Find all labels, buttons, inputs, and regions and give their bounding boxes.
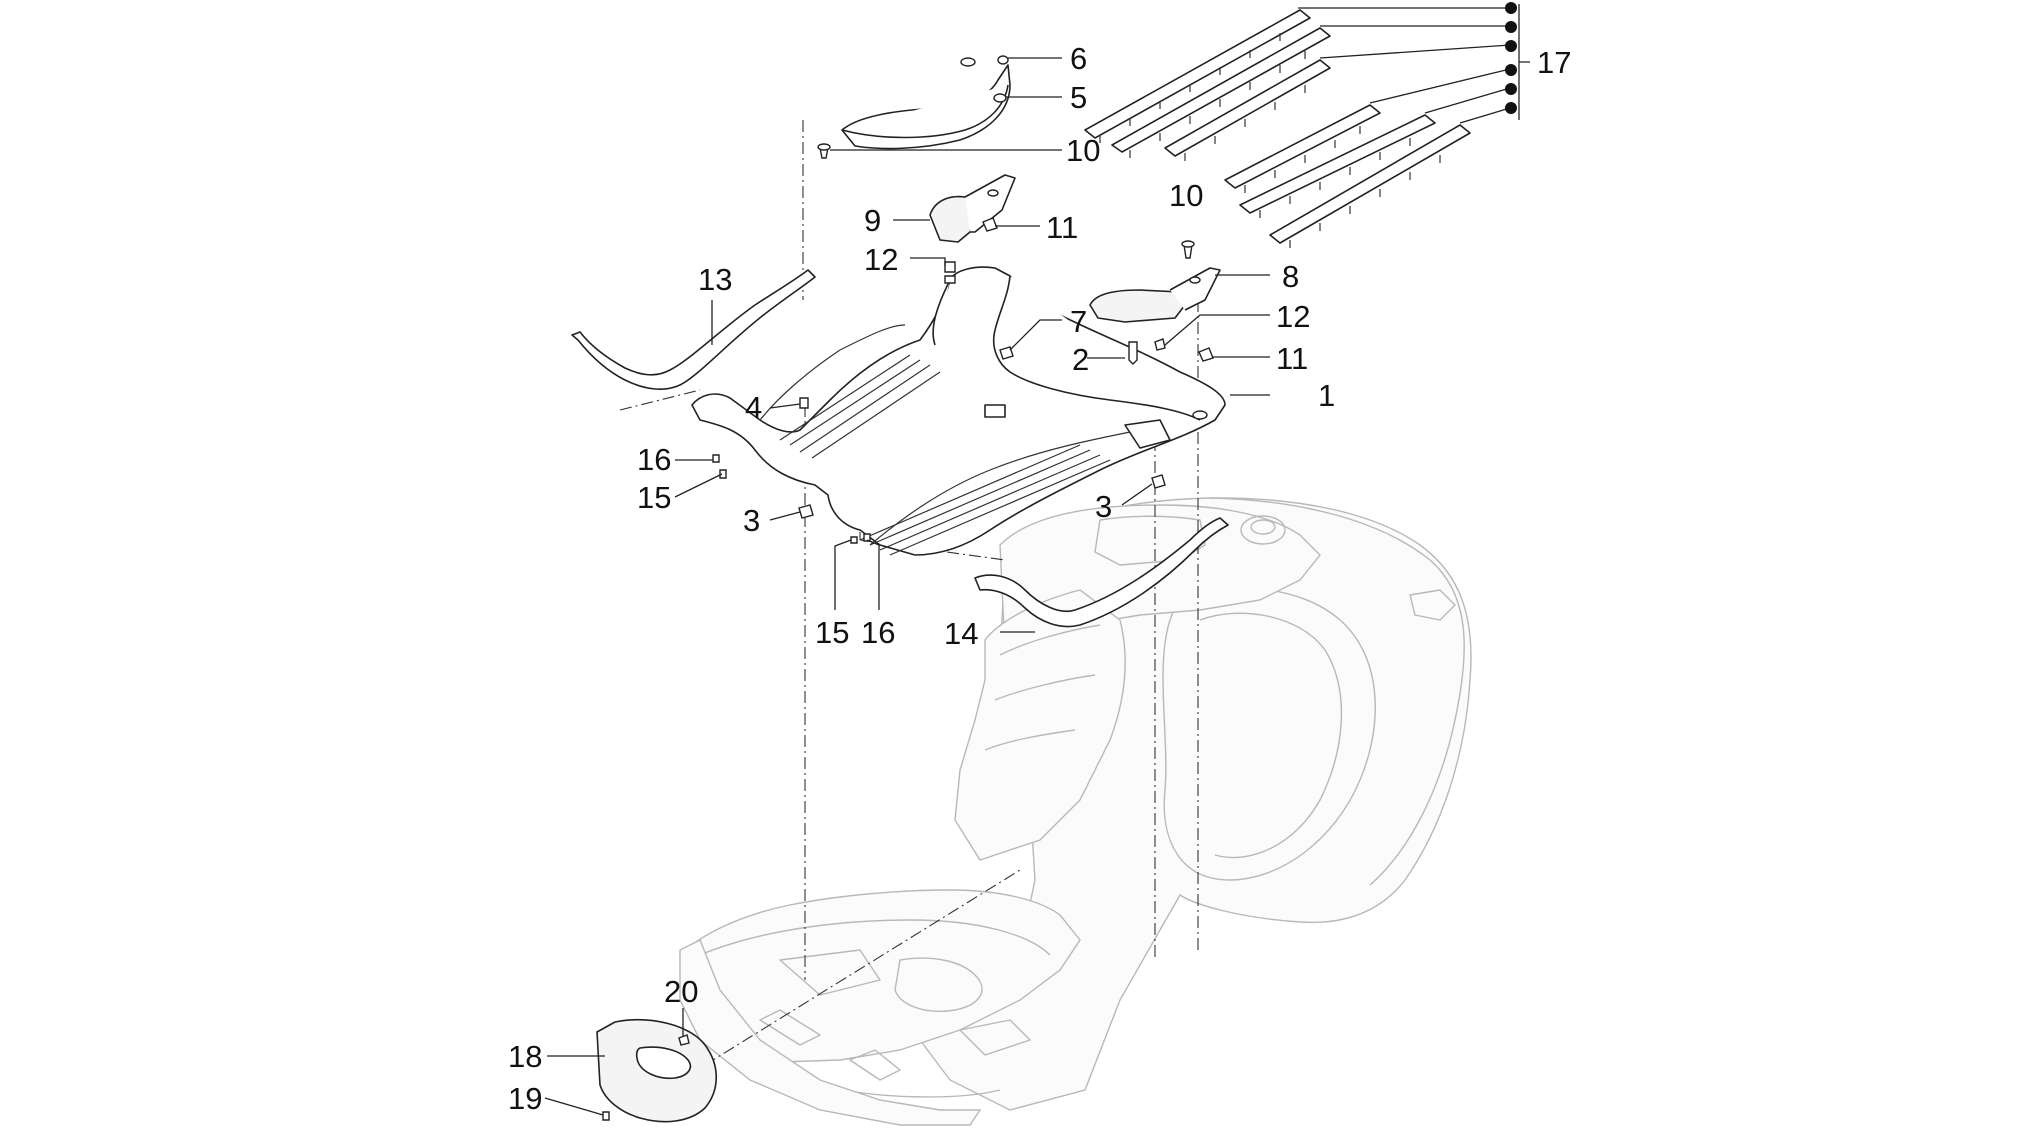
callout-1: 1 — [1318, 378, 1335, 413]
callout-12a: 12 — [864, 242, 898, 277]
callout-3b: 3 — [1095, 489, 1112, 524]
callout-12b: 12 — [1276, 299, 1310, 334]
callout-10b: 10 — [1169, 178, 1203, 213]
screw-15b — [850, 536, 858, 544]
part-strip-left — [571, 269, 816, 390]
clip-11a — [982, 217, 998, 232]
clip-7 — [999, 346, 1014, 360]
callout-labels: 1 2 3 3 4 5 6 7 8 9 10 10 11 11 12 12 13… — [508, 41, 1571, 1116]
callout-7: 7 — [1070, 304, 1087, 339]
callout-14: 14 — [944, 616, 978, 651]
part-lower-panel — [596, 1019, 717, 1123]
callout-15a: 15 — [637, 480, 671, 515]
callout-16a: 16 — [637, 442, 671, 477]
callout-19: 19 — [508, 1081, 542, 1116]
leader-lines — [544, 4, 1530, 1116]
nut-12a — [944, 261, 956, 273]
callout-9: 9 — [864, 203, 881, 238]
callout-2: 2 — [1072, 342, 1089, 377]
callout-11a: 11 — [1046, 210, 1078, 245]
callout-11b: 11 — [1276, 341, 1308, 376]
part-footboard — [691, 266, 1226, 556]
part-bracket-left — [929, 174, 1016, 243]
callout-10a: 10 — [1066, 133, 1100, 168]
part-rubber-strips — [1084, 9, 1471, 248]
callout-20: 20 — [664, 974, 698, 1009]
nut-12b — [1154, 338, 1166, 351]
callout-16b: 16 — [861, 615, 895, 650]
part-front-cover — [841, 57, 1011, 150]
washer-16b — [863, 533, 871, 542]
scooter-body-outline — [679, 497, 1472, 1126]
assembly-lines — [619, 120, 1199, 1066]
callout-17: 17 — [1537, 45, 1571, 80]
strip-dots — [1505, 2, 1517, 114]
screw-6 — [997, 55, 1009, 65]
nut-20 — [678, 1034, 690, 1046]
screw-4 — [799, 397, 809, 409]
callout-5: 5 — [1070, 80, 1087, 115]
part-strip-right — [974, 517, 1229, 628]
hardware — [602, 55, 1214, 1121]
callout-6: 6 — [1070, 41, 1087, 76]
clip-3b — [1151, 474, 1166, 489]
screw-2 — [1128, 341, 1138, 365]
clip-11b — [1198, 347, 1214, 362]
callout-15b: 15 — [815, 615, 849, 650]
callout-13: 13 — [698, 262, 732, 297]
screw-19 — [602, 1111, 610, 1121]
callout-18: 18 — [508, 1039, 542, 1074]
part-bracket-right — [1089, 267, 1221, 323]
clip-3a — [798, 504, 814, 519]
callout-8: 8 — [1282, 259, 1299, 294]
callout-3a: 3 — [743, 503, 760, 538]
callout-4: 4 — [745, 390, 762, 425]
washer-16a — [712, 454, 720, 463]
